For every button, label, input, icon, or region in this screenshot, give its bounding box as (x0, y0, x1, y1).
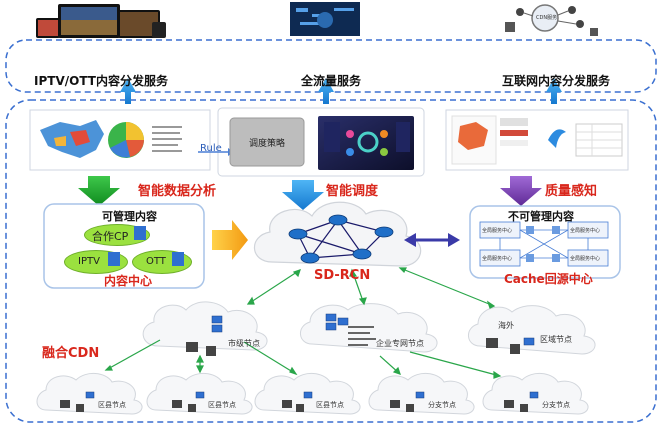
main-platform-box (5, 99, 657, 423)
cp-server-icon (134, 226, 146, 240)
bidirectional-arrow (404, 233, 460, 247)
iptv-server-icon (108, 252, 120, 266)
quality-table-icon (575, 123, 623, 157)
city-node-cloud (142, 301, 268, 351)
china-map-icon (40, 120, 104, 158)
overseas-node-cloud (468, 305, 596, 355)
cache-mini-label-3: 全局服务中心 (482, 256, 513, 262)
cache-mini-label-2: 全局服务中心 (570, 228, 601, 234)
content-center-title: 内容中心 (104, 274, 153, 288)
cache-mini-diagram (479, 221, 609, 267)
sdrcn-title: SD-RCN (314, 268, 371, 283)
ott-server-icon (172, 252, 184, 266)
blue-down-arrow (282, 180, 324, 210)
ott-label: OTT (146, 256, 166, 267)
bottom-node-label-5: 分支节点 (542, 401, 570, 409)
cp-label: 合作CP (92, 230, 129, 243)
scheduling-function-label: 智能调度 (326, 184, 379, 199)
bottom-node-label-2: 区县节点 (208, 401, 236, 409)
bottom-node-label-4: 分支节点 (428, 401, 456, 409)
tv-devices-illustration (36, 4, 166, 38)
manageable-content-label: 可管理内容 (102, 210, 157, 223)
bottom-node-label-1: 区县节点 (98, 401, 126, 409)
iptv-label: IPTV (78, 256, 100, 267)
legend-lines (152, 126, 182, 152)
cache-mini-label-4: 全局服务中心 (570, 256, 601, 262)
iptv-ott-service-label: IPTV/OTT内容分发服务 (34, 74, 168, 88)
quality-map-icon (451, 115, 528, 165)
quality-function-label: 质量感知 (545, 184, 598, 199)
dashboard-screen (318, 116, 414, 170)
city-node-label: 市级节点 (228, 339, 260, 348)
regional-node-label: 区域节点 (540, 335, 572, 344)
top-service-box (5, 39, 657, 93)
rule-label: Rule (200, 143, 222, 154)
cache-center-title: Cache回源中心 (504, 272, 593, 286)
green-down-arrow (78, 176, 120, 206)
pc-icons (60, 338, 528, 412)
quality-bird-icon (542, 122, 570, 154)
purple-down-arrow (500, 176, 542, 206)
green-connections (104, 267, 502, 379)
strategy-label: 调度策略 (249, 139, 286, 149)
fusion-cdn-title: 融合CDN (42, 346, 100, 361)
full-traffic-service-label: 全流量服务 (301, 74, 362, 88)
up-arrows (120, 78, 562, 104)
cp-pill (84, 224, 150, 246)
unmanageable-content-label: 不可管理内容 (508, 210, 574, 223)
analysis-function-label: 智能数据分析 (138, 184, 217, 199)
dashboard-widgets (324, 122, 410, 156)
cdn-icons-illustration (505, 4, 598, 36)
overseas-label: 海外 (498, 321, 514, 330)
enterprise-node-label: 企业专网节点 (376, 339, 424, 348)
bottom-node-label-3: 区县节点 (316, 401, 344, 409)
server-icons (85, 313, 539, 399)
pie-chart-icon (108, 122, 144, 158)
tech-illustration (290, 2, 360, 36)
strategy-box (229, 117, 305, 167)
enterprise-lines (348, 326, 376, 346)
cdn-service-icon-label: CDN服务 (536, 15, 558, 21)
cache-mini-label-1: 全局服务中心 (482, 228, 513, 234)
router-icons (288, 214, 394, 264)
internet-service-label: 互联网内容分发服务 (502, 74, 611, 88)
cache-mini-servers (526, 226, 560, 262)
orange-right-arrow (212, 220, 248, 260)
